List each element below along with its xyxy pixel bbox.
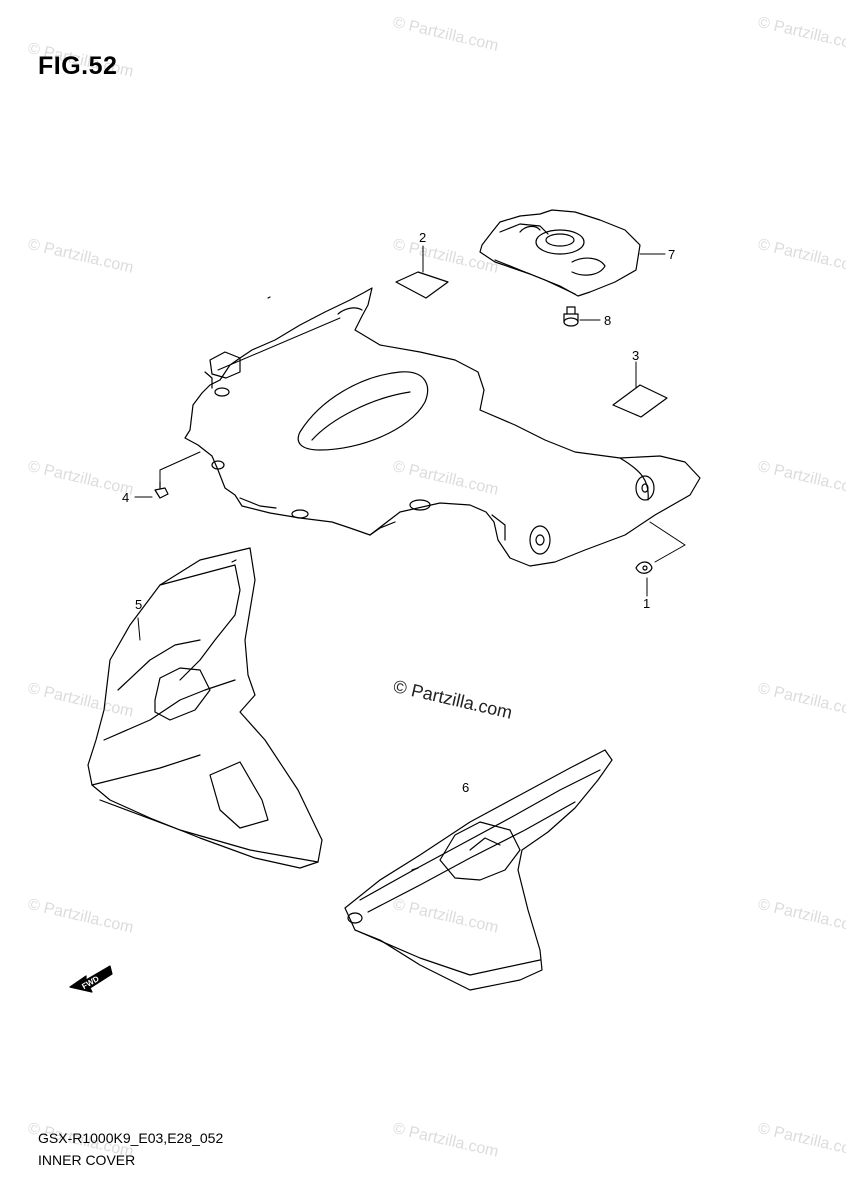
part-1-clip	[635, 561, 653, 574]
part-4-clip	[154, 481, 169, 499]
callout-6: 6	[462, 780, 469, 795]
main-inner-cover	[184, 287, 701, 567]
part-8-bolt	[563, 306, 579, 327]
part-2-pad	[395, 271, 449, 299]
part-7-bracket-cover	[479, 209, 641, 297]
forward-arrow-icon	[69, 965, 113, 993]
callout-2: 2	[419, 230, 426, 245]
callout-5: 5	[135, 597, 142, 612]
callout-1: 1	[643, 596, 650, 611]
callout-3: 3	[632, 348, 639, 363]
figure-code: GSX-R1000K9_E03,E28_052	[38, 1130, 224, 1146]
callout-7: 7	[668, 247, 675, 262]
figure-title: FIG.52	[38, 52, 118, 80]
callout-4: 4	[122, 490, 129, 505]
callout-8: 8	[604, 313, 611, 328]
leader-lines	[134, 245, 686, 641]
part-6-right-inner-cover	[344, 749, 613, 991]
part-3-pad	[612, 384, 668, 418]
figure-name: INNER COVER	[38, 1152, 136, 1168]
part-5-left-inner-cover	[87, 547, 323, 869]
